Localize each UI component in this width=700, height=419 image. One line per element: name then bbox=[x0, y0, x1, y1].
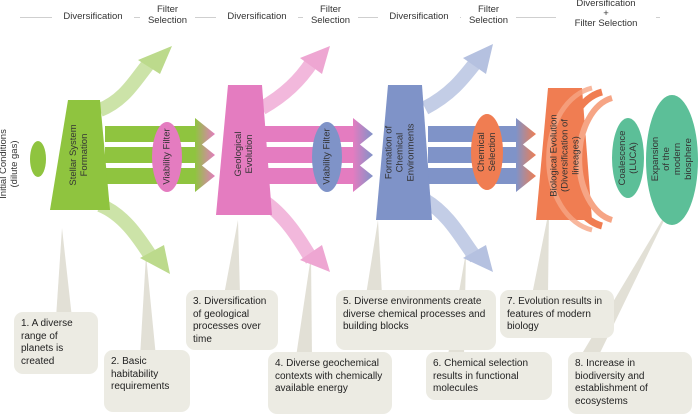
header-combined: Diversification + Filter Selection bbox=[556, 0, 656, 29]
stellar-shape bbox=[50, 100, 110, 210]
pointer-1 bbox=[56, 228, 72, 318]
geological-label: Geological Evolution bbox=[233, 131, 255, 177]
chemenv-label: Formation of Chemical Environments bbox=[383, 123, 417, 182]
biosphere-shape bbox=[646, 95, 698, 225]
note-3: 3. Diversification of geological process… bbox=[186, 290, 278, 350]
viability-filter-2 bbox=[312, 122, 342, 192]
pointer-3 bbox=[224, 220, 240, 295]
header-filter-2: Filter Selection bbox=[303, 4, 358, 26]
pointer-4 bbox=[296, 256, 312, 357]
note-2: 2. Basic habitability requirements bbox=[104, 350, 190, 412]
note-5: 5. Diverse environments create diverse c… bbox=[336, 290, 496, 350]
initial-label: Initial Conditions (dilute gas) bbox=[0, 129, 20, 199]
note-1: 1. A diverse range of planets is created bbox=[14, 312, 98, 374]
chemsel-label: Chemical Selection bbox=[476, 132, 498, 172]
note-8: 8. Increase in biodiversity and establis… bbox=[568, 352, 692, 414]
luca-shape bbox=[612, 118, 644, 198]
viability-filter-1 bbox=[152, 122, 182, 192]
chemical-selection bbox=[471, 114, 503, 190]
pointer-7 bbox=[532, 210, 549, 295]
header-filter-1: Filter Selection bbox=[140, 4, 195, 26]
pointer-2 bbox=[140, 255, 156, 357]
geological-shape bbox=[216, 85, 272, 215]
header-diversification-1: Diversification bbox=[52, 11, 134, 22]
header-filter-3: Filter Selection bbox=[461, 4, 516, 26]
bio-label: Biological Evolution (Diversification of… bbox=[548, 114, 582, 197]
initial-blob bbox=[30, 141, 46, 177]
viability-label-1: Viability Filter bbox=[161, 128, 173, 185]
viability-label-2: Viability Filter bbox=[321, 128, 333, 185]
note-7: 7. Evolution results in features of mode… bbox=[500, 290, 614, 338]
header-diversification-3: Diversification bbox=[378, 11, 460, 22]
note-4: 4. Diverse geochemical contexts with che… bbox=[268, 352, 392, 414]
pointer-5 bbox=[366, 220, 382, 295]
stellar-label: Stellar System Formation bbox=[68, 124, 90, 186]
biosphere-label: Expansion of the modern biosphere bbox=[650, 136, 694, 182]
header-diversification-2: Diversification bbox=[216, 11, 298, 22]
chemenv-shape bbox=[376, 85, 432, 220]
note-6: 6. Chemical selection results in functio… bbox=[426, 352, 552, 400]
luca-label: Coalescence (LUCA) bbox=[617, 130, 639, 186]
